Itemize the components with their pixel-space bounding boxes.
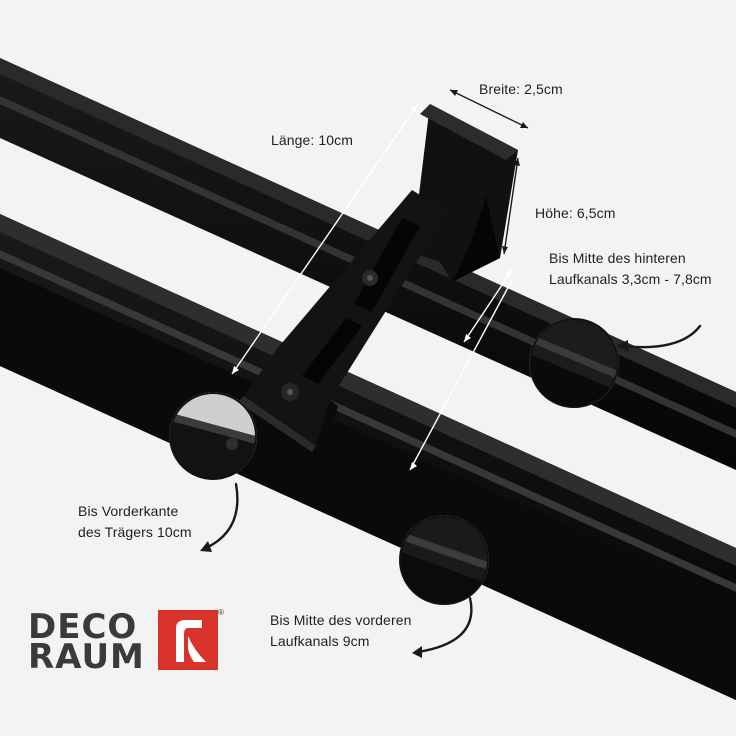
label-laenge: Länge: 10cm xyxy=(271,132,354,148)
label-vorderkante-line2: des Trägers 10cm xyxy=(78,524,192,540)
decoraum-logo: DECO RAUM ® xyxy=(28,608,238,674)
label-vorderer-line2: Laufkanals 9cm xyxy=(270,633,370,649)
label-vorderkante: Bis Vorderkante des Trägers 10cm xyxy=(78,501,192,543)
logo-line1: DECO xyxy=(28,607,138,647)
logo-red-mark-icon xyxy=(158,610,218,670)
label-hoehe: Höhe: 6,5cm xyxy=(535,205,616,221)
bracket xyxy=(238,104,518,452)
label-hinterer-line2: Laufkanals 3,3cm - 7,8cm xyxy=(549,271,712,287)
label-breite: Breite: 2,5cm xyxy=(479,81,563,97)
front-rail xyxy=(0,214,736,700)
dimension-arrows xyxy=(231,89,529,471)
logo-registered: ® xyxy=(218,608,224,617)
label-vorderkante-line1: Bis Vorderkante xyxy=(78,503,179,519)
label-hinterer-line1: Bis Mitte des hinteren xyxy=(549,250,686,266)
pointer-arrows xyxy=(200,324,702,658)
label-hinterer-laufkanal: Bis Mitte des hinteren Laufkanals 3,3cm … xyxy=(549,248,712,290)
label-vorderer-laufkanal: Bis Mitte des vorderen Laufkanals 9cm xyxy=(270,610,411,652)
label-vorderer-line1: Bis Mitte des vorderen xyxy=(270,612,412,628)
logo-line2: RAUM xyxy=(28,637,145,677)
